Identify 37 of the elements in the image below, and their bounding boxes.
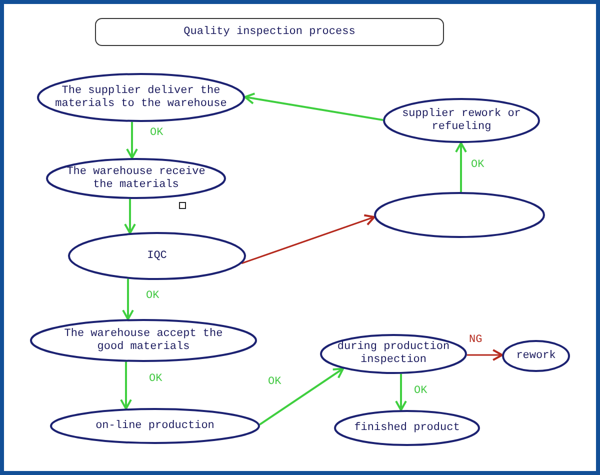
process-ellipse: [30, 319, 257, 362]
arrow: [122, 278, 134, 320]
step-text: during production inspection: [336, 341, 451, 367]
arrow: [124, 199, 136, 234]
edge-label: OK: [150, 127, 164, 140]
step-text: supplier rework or refueling: [401, 108, 522, 134]
edge-label: OK: [471, 159, 484, 172]
arrow: [259, 368, 344, 426]
step-text: The warehouse receive the materials: [66, 166, 206, 192]
process-ellipse: [334, 410, 480, 446]
process-ellipse: [46, 158, 226, 199]
arrow: [241, 214, 376, 264]
process-ellipse: [68, 232, 246, 280]
edge-label: OK: [146, 290, 160, 303]
arrow: [395, 374, 407, 412]
diagram-title: Quality inspection process: [95, 18, 444, 46]
step-text: rework: [515, 350, 557, 362]
arrow: [126, 122, 138, 159]
process-ellipse: [50, 408, 260, 444]
process-ellipse: [502, 340, 570, 372]
edge-label: OK: [149, 373, 162, 386]
process-ellipse: [320, 334, 467, 374]
step-text: finished product: [353, 422, 461, 434]
step-text: IQC: [146, 250, 168, 262]
arrow: [244, 92, 384, 121]
step-text: The warehouse accept the good materials: [63, 328, 224, 354]
edge-label: OK: [414, 385, 428, 398]
edge-label: OK: [268, 376, 282, 389]
step-text: on-line production: [94, 420, 216, 432]
process-ellipse: [374, 192, 545, 238]
process-ellipse: [37, 73, 245, 122]
arrow: [455, 142, 467, 192]
edge-label: NG: [469, 334, 482, 347]
arrow: [120, 362, 132, 410]
process-ellipse: [383, 98, 540, 143]
arrow: [466, 349, 504, 361]
step-text: The supplier deliver the materials to the warehouse: [54, 84, 228, 110]
